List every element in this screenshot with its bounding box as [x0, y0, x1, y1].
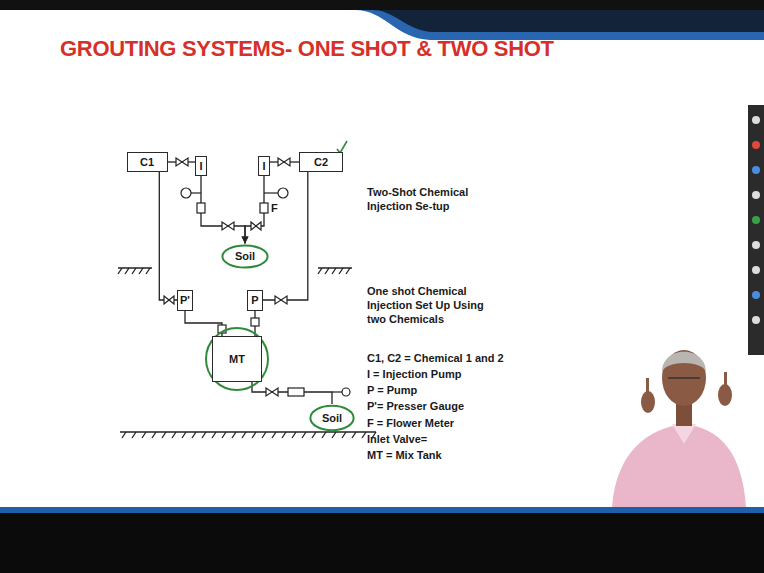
node-label: I — [199, 160, 202, 172]
valve-symbol — [164, 158, 290, 396]
pump-box: P' — [177, 290, 193, 311]
node-label: Soil — [322, 412, 342, 424]
toolbar — [748, 105, 764, 355]
setup-caption: One shot Chemical Injection Set Up Using… — [367, 285, 485, 326]
highlight-ring — [206, 328, 268, 390]
node-label: MT — [229, 353, 245, 365]
key-entry: P'= Presser Gauge — [367, 400, 464, 414]
node-label: Soil — [235, 250, 255, 262]
key-entry: P = Pump — [367, 384, 417, 398]
pipe-line — [263, 172, 308, 300]
soil-zone: Soil — [309, 404, 355, 432]
pipe-line — [201, 176, 245, 244]
pipe-line — [185, 311, 222, 337]
key-entry: F = Flower Meter — [367, 417, 454, 431]
key-entry: I = Injection Pump — [367, 368, 461, 382]
presenter — [612, 350, 746, 507]
arrow-head — [242, 237, 249, 244]
chemical-tank: C1 — [127, 152, 168, 172]
bottom-line — [0, 507, 764, 513]
soil-ellipse — [222, 245, 267, 267]
key-entry: Inlet Valve= — [367, 433, 427, 447]
bottom-bar — [0, 513, 764, 573]
slide-title: GROUTING SYSTEMS- ONE SHOT & TWO SHOT — [60, 36, 554, 62]
ground-line — [118, 268, 376, 438]
injection-pump: I — [195, 156, 207, 176]
soil-zone: Soil — [221, 244, 269, 269]
gauge-symbol — [181, 188, 350, 396]
pump-box: P — [247, 290, 263, 311]
mix-tank: MT — [212, 336, 262, 382]
pipe-line — [252, 382, 332, 404]
part-label: F — [271, 202, 278, 216]
injection-pump: I — [258, 156, 270, 176]
setup-caption: Two-Shot Chemical Injection Se-tup — [367, 186, 485, 214]
key-entry: C1, C2 = Chemical 1 and 2 — [367, 352, 504, 366]
key-entry: MT = Mix Tank — [367, 449, 442, 463]
soil-ellipse — [310, 406, 353, 431]
top-bar — [0, 0, 764, 10]
node-label: P' — [180, 294, 190, 306]
node-label: P — [251, 294, 258, 306]
node-label: I — [262, 160, 265, 172]
arrow-head — [242, 237, 249, 244]
node-label: C2 — [314, 156, 328, 168]
node-label: C1 — [140, 156, 154, 168]
header-band-dark — [372, 10, 764, 32]
meter-box — [197, 203, 304, 396]
pipe-line — [159, 172, 177, 300]
chemical-tank: C2 — [299, 152, 343, 172]
header-band — [355, 10, 764, 40]
